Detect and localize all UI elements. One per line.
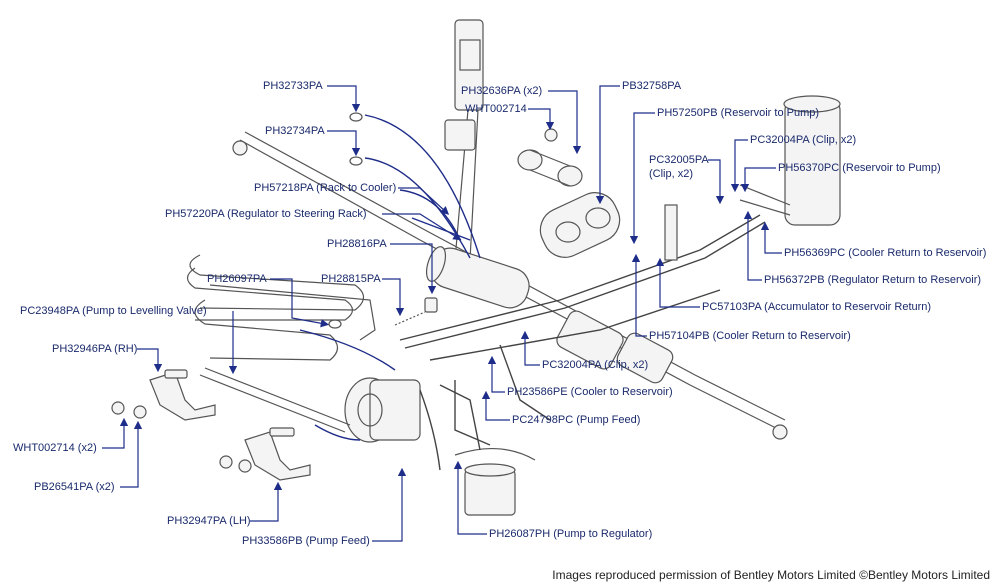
label-pc32005pa: PC32005PA <box>649 154 709 166</box>
reservoir <box>739 95 841 226</box>
label-ph32636pa: PH32636PA (x2) <box>461 85 543 97</box>
label-ph32734pa: PH32734PA <box>265 125 325 137</box>
label-ph26087ph: PH26087PH (Pump to Regulator) <box>489 528 653 540</box>
label-wht002714-x2: WHT002714 (x2) <box>13 442 97 454</box>
label-pc32004pa-top: PC32004PA (Clip, x2) <box>750 134 857 146</box>
label-ph33586pb: PH33586PB (Pump Feed) <box>242 535 370 547</box>
label-pc32005pa-sub: (Clip, x2) <box>649 168 694 180</box>
label-ph32946pa: PH32946PA (RH) <box>52 343 138 355</box>
label-ph32733pa: PH32733PA <box>263 80 323 92</box>
label-pc24798pc: PC24798PC (Pump Feed) <box>512 414 641 426</box>
label-ph23586pe: PH23586PE (Cooler to Reservoir) <box>507 386 673 398</box>
label-pb26541pa: PB26541PA (x2) <box>34 481 115 493</box>
small-parts <box>111 112 438 481</box>
label-pc57103pa: PC57103PA (Accumulator to Reservoir Retu… <box>702 301 932 313</box>
label-ph28815pa: PH28815PA <box>321 273 381 285</box>
label-ph57218pa: PH57218PA (Rack to Cooler) <box>254 182 397 194</box>
pipe-runs <box>399 204 766 471</box>
pump <box>344 377 421 443</box>
label-ph57250pb: PH57250PB (Reservoir to Pump) <box>657 107 820 119</box>
label-ph56372pb: PH56372PB (Regulator Return to Reservoir… <box>764 274 982 286</box>
label-pb32758pa: PB32758PA <box>622 80 682 92</box>
label-pc32004pa-mid: PC32004PA (Clip, x2) <box>542 359 649 371</box>
label-ph57220pa: PH57220PA (Regulator to Steering Rack) <box>165 208 367 220</box>
label-ph56369pc: PH56369PC (Cooler Return to Reservoir) <box>784 247 987 259</box>
leader-lines <box>102 85 782 542</box>
label-pc23948pa: PC23948PA (Pump to Levelling Valve) <box>20 305 207 317</box>
label-ph32947pa: PH32947PA (LH) <box>167 515 251 527</box>
steering-rack <box>232 131 788 440</box>
oil-cooler <box>186 254 376 361</box>
label-ph56370pc: PH56370PC (Reservoir to Pump) <box>778 162 941 174</box>
steering-column <box>444 19 484 261</box>
clamp-ph32636pa <box>517 128 583 187</box>
label-ph28816pa: PH28816PA <box>327 238 387 250</box>
copyright-credit: Images reproduced permission of Bentley … <box>552 568 990 582</box>
label-ph57104pb: PH57104PB (Cooler Return to Reservoir) <box>649 330 851 342</box>
label-ph26097pa: PH26097PA <box>207 273 267 285</box>
grommet-pb32758pa <box>539 192 621 258</box>
label-wht002714: WHT002714 <box>465 103 527 115</box>
regulator <box>454 448 536 516</box>
